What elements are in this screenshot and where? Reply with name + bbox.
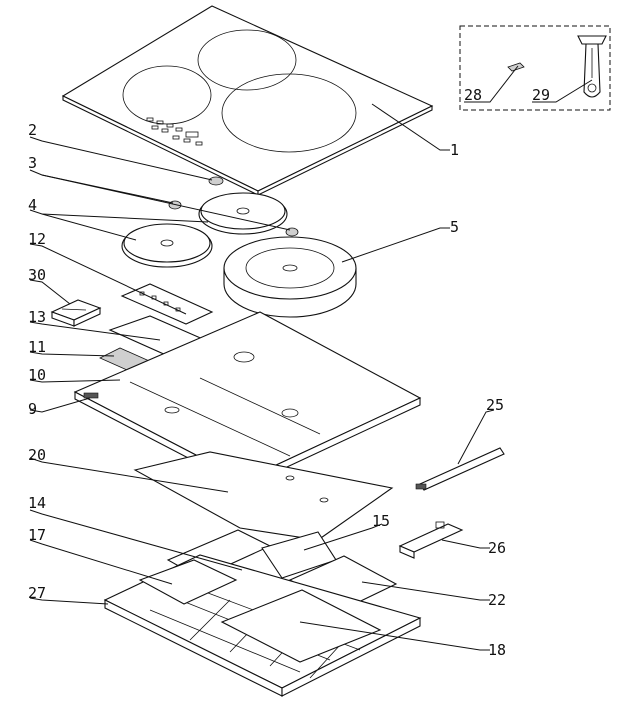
callout-1: 1 [450, 141, 459, 159]
callout-30: 30 [28, 266, 46, 284]
touch-control-marks [146, 117, 203, 146]
callout-5: 5 [450, 218, 459, 236]
callout-labels: 1 2 3 4 5 12 30 13 11 10 9 20 25 14 15 2… [28, 86, 550, 659]
part-20-shield-plate [133, 451, 394, 541]
callout-4: 4 [28, 196, 37, 214]
large-induction-coil [223, 236, 357, 318]
callout-2: 2 [28, 121, 37, 139]
callout-3: 3 [28, 154, 37, 172]
callout-9: 9 [28, 400, 37, 418]
part-26-clip [398, 521, 464, 559]
callout-29: 29 [532, 86, 550, 104]
leader-lines [29, 65, 593, 651]
callout-15: 15 [372, 512, 390, 530]
callout-20: 20 [28, 446, 46, 464]
callout-13: 13 [28, 308, 46, 326]
part-30-module [50, 299, 102, 327]
callout-10: 10 [28, 366, 46, 384]
glass-top-plate [61, 5, 434, 196]
part-18-base-panel [220, 589, 382, 663]
callout-26: 26 [488, 539, 506, 557]
callout-27: 27 [28, 584, 46, 602]
part-17-fan-assembly [138, 559, 238, 605]
accessory-box [459, 25, 611, 111]
callout-22: 22 [488, 591, 506, 609]
callout-18: 18 [488, 641, 506, 659]
callout-25: 25 [486, 396, 504, 414]
callout-28: 28 [464, 86, 482, 104]
part-28-clip [507, 62, 525, 72]
part-29-scraper [577, 35, 607, 98]
callout-11: 11 [28, 338, 46, 356]
part-25-rod [415, 447, 505, 491]
callout-17: 17 [28, 526, 46, 544]
callout-12: 12 [28, 230, 46, 248]
callout-14: 14 [28, 494, 46, 512]
